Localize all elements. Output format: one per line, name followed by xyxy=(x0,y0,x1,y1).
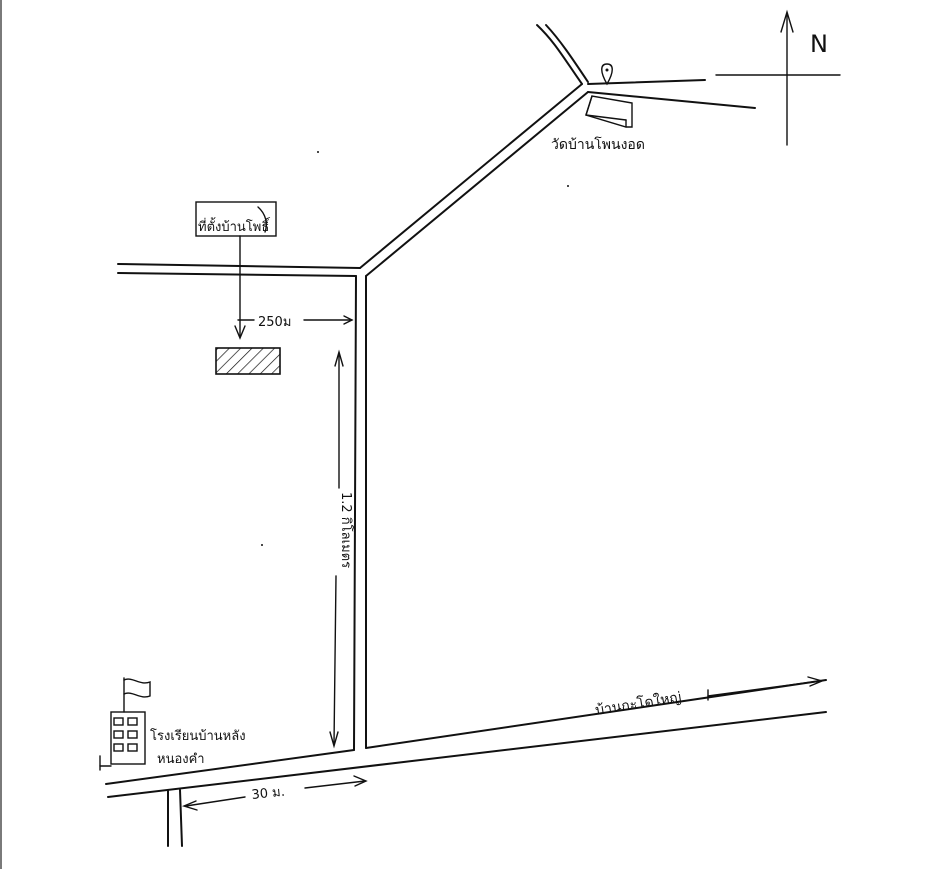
page-frame xyxy=(0,0,2,869)
temple-label: วัดบ้านโพนงอด xyxy=(551,136,645,153)
distance-marker-250: 250ม xyxy=(237,315,354,330)
road-temple-area xyxy=(536,24,756,109)
distance-vertical-label: 1.2 กิโลเมตร xyxy=(338,492,354,568)
village-label: บ้านกะโดใหญ่ xyxy=(594,689,683,719)
road-bottom-spur xyxy=(167,789,183,847)
road-vertical-main xyxy=(353,275,367,751)
distance-250-label: 250ม xyxy=(258,315,291,330)
pen-dots xyxy=(261,151,569,546)
office-label: ที่ตั้งบ้านโพธิ์ xyxy=(198,217,271,235)
school-label-line2: หนองคำ xyxy=(157,752,205,767)
target-building xyxy=(215,347,281,375)
school-label-line1: โรงเรียนบ้านหลัง xyxy=(150,728,246,744)
temple-icon xyxy=(585,63,633,128)
distance-bottom-label: 30 ม. xyxy=(251,785,286,803)
school-icon xyxy=(99,677,151,771)
village-direction: บ้านกะโดใหญ่ xyxy=(594,676,825,719)
distance-marker-vertical: 1.2 กิโลเมตร xyxy=(329,349,354,749)
road-diagonal-to-temple xyxy=(359,83,589,277)
office-sign: ที่ตั้งบ้านโพธิ์ xyxy=(195,201,277,237)
compass-north-label: N xyxy=(810,30,828,58)
road-west-top xyxy=(117,263,361,277)
office-pointer-arrow xyxy=(234,235,246,340)
road-bottom-main xyxy=(105,679,827,798)
compass-rose: N xyxy=(715,9,841,146)
distance-marker-bottom: 30 ม. xyxy=(181,775,368,811)
